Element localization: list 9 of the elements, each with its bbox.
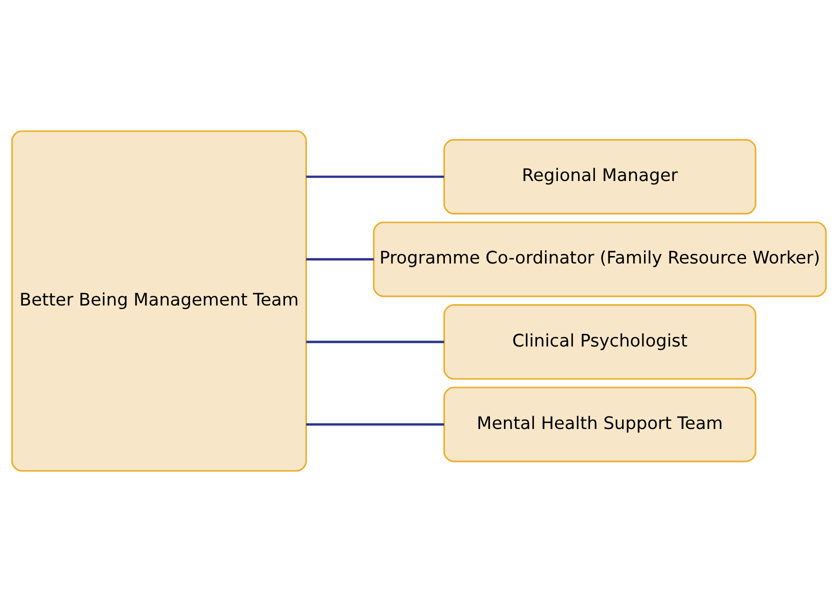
connector bbox=[306, 340, 444, 343]
node-box: Better Being Management Team bbox=[11, 130, 307, 472]
node-box: Clinical Psychologist bbox=[443, 304, 756, 380]
connector bbox=[306, 258, 374, 260]
node-box: Mental Health Support Team bbox=[443, 386, 756, 462]
node-box: Regional Manager bbox=[443, 138, 756, 214]
connector bbox=[306, 175, 444, 178]
connector bbox=[306, 422, 444, 426]
node-box: Programme Co-ordinator (Family Resource Worker) bbox=[373, 221, 827, 297]
